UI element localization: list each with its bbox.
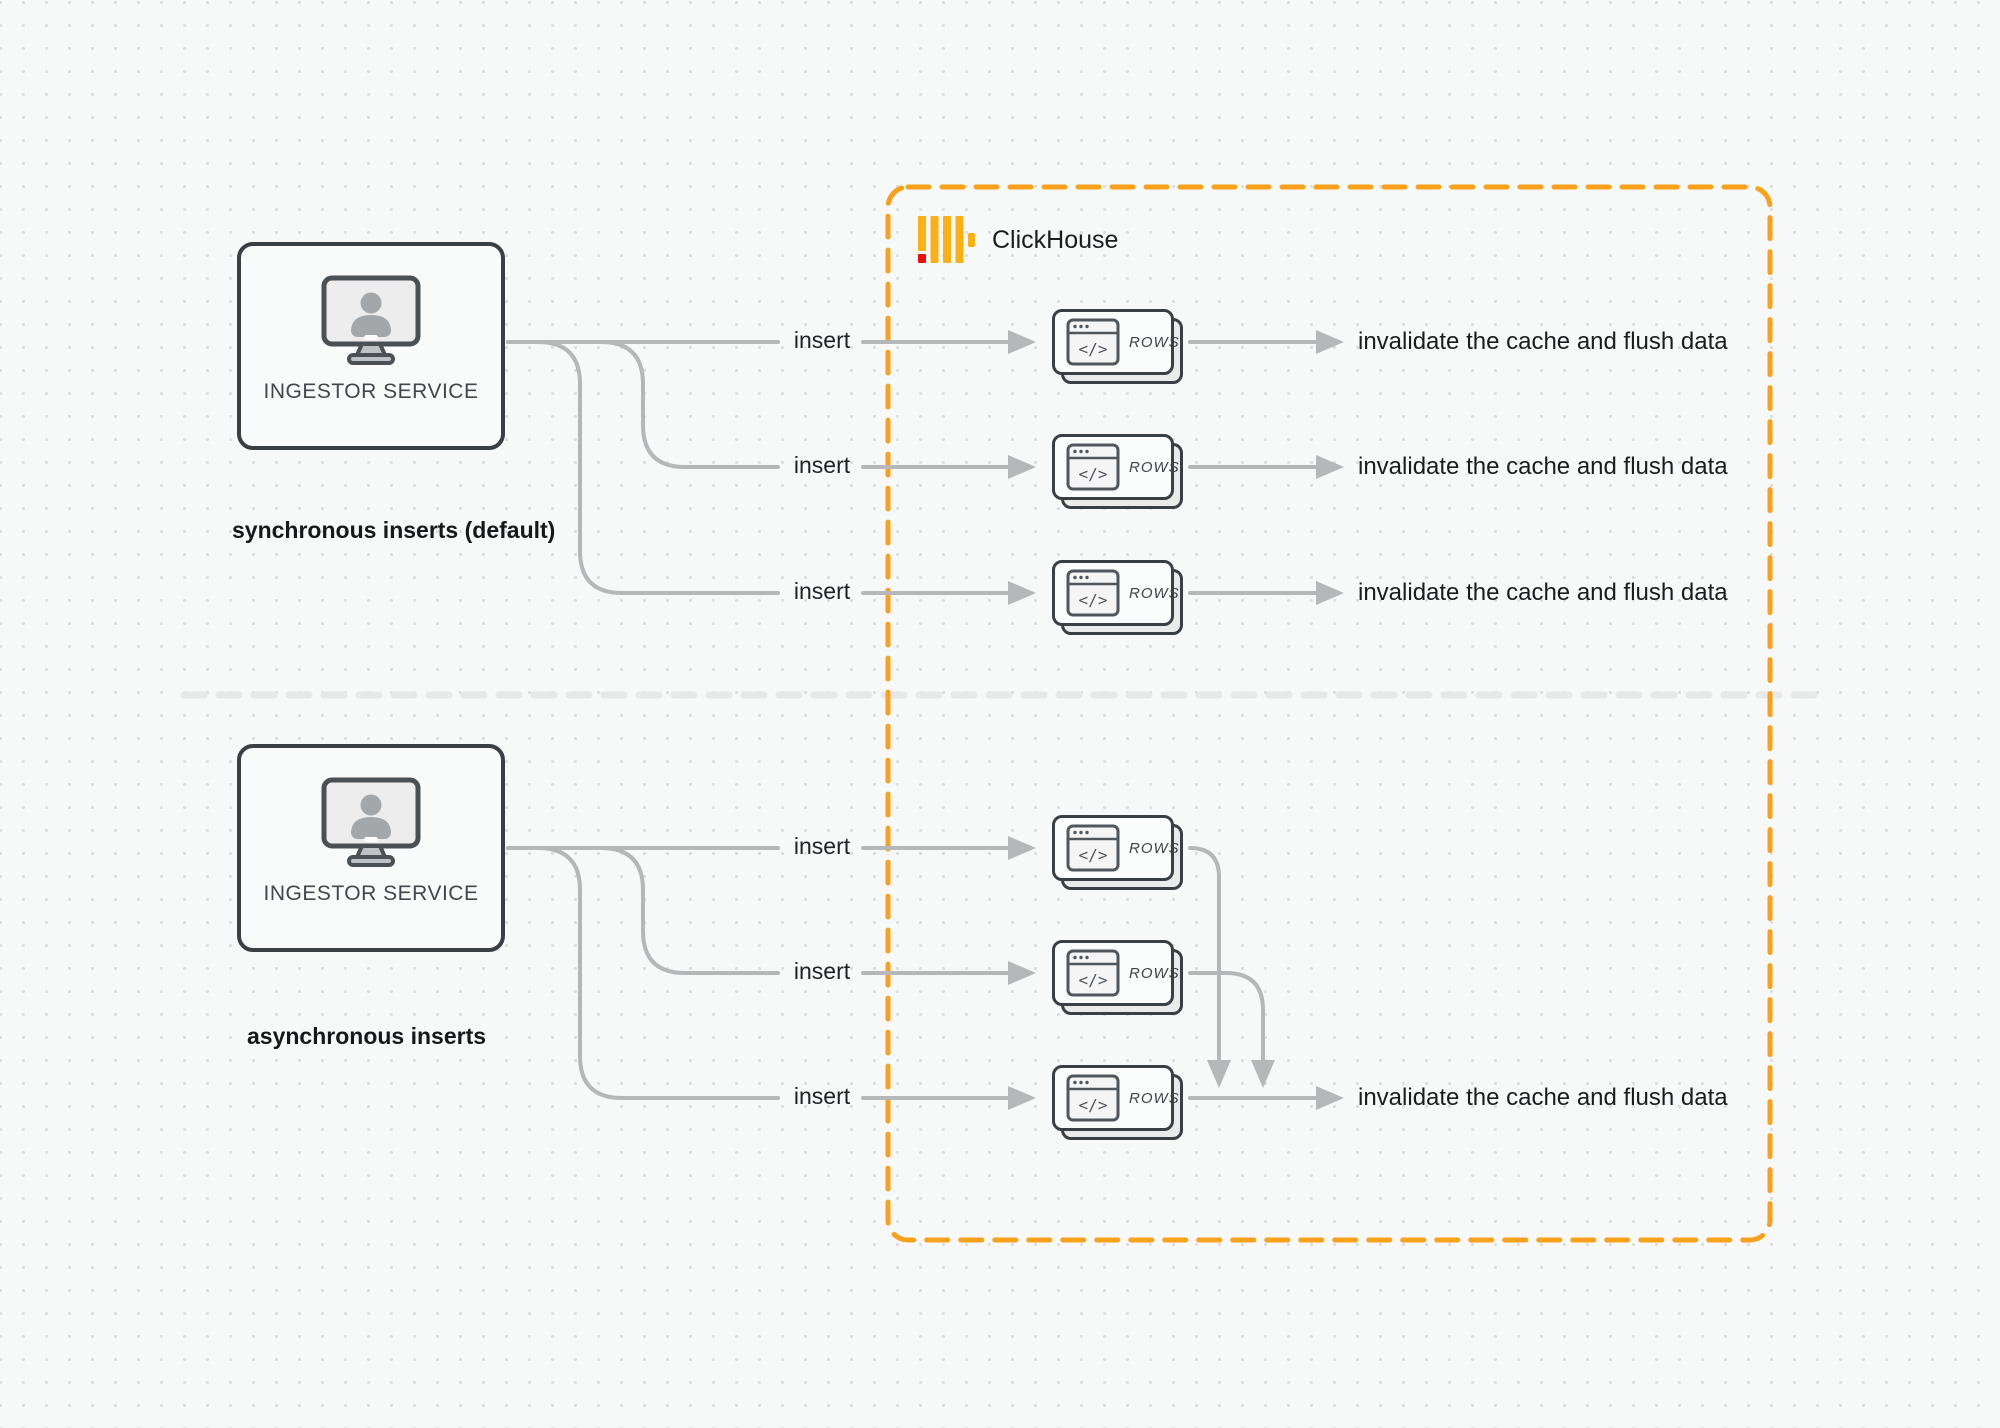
rows-label: ROWS [1129, 333, 1180, 351]
ingestor-service-box-async: INGESTOR SERVICE [237, 744, 505, 952]
insert-label-async-3: insert [793, 1083, 851, 1109]
card-stack-front: </> ROWS [1052, 434, 1179, 500]
rows-block-async-2: </> ROWS [1052, 940, 1192, 1020]
rows-block-async-1: </> ROWS [1052, 815, 1192, 895]
card-stack-front: </> ROWS [1052, 940, 1179, 1006]
async-branch-line-2 [506, 846, 780, 975]
sync-branch-line-3 [506, 340, 780, 595]
rows-label: ROWS [1129, 839, 1180, 857]
insert-label-sync-1: insert [793, 327, 851, 353]
rows-block-async-3: </> ROWS [1052, 1065, 1192, 1145]
browser-window-icon: </> [1066, 318, 1120, 366]
clickhouse-panel-border [885, 184, 1773, 1243]
browser-window-icon: </> [1066, 1074, 1120, 1122]
invalidate-label-sync-3: invalidate the cache and flush data [1358, 579, 1728, 606]
monitor-user-icon [321, 275, 421, 365]
browser-window-icon: </> [1066, 949, 1120, 997]
card-stack-front: </> ROWS [1052, 309, 1179, 375]
async-section-caption: asynchronous inserts [247, 1023, 487, 1049]
rows-block-sync-2: </> ROWS [1052, 434, 1192, 514]
async-merge-arrow-1 [1188, 846, 1231, 1088]
insert-label-sync-3: insert [793, 578, 851, 604]
clickhouse-title: ClickHouse [992, 225, 1119, 254]
invalidate-label-sync-1: invalidate the cache and flush data [1358, 328, 1728, 355]
insert-label-async-1: insert [793, 833, 851, 859]
rows-label: ROWS [1129, 1089, 1180, 1107]
code-glyph: </> [1079, 846, 1108, 865]
ingestor-service-label: INGESTOR SERVICE [263, 882, 479, 905]
sync-branch-line-2 [506, 340, 780, 469]
clickhouse-header: ClickHouse [918, 216, 1118, 264]
async-merge-arrow-2 [1188, 971, 1275, 1088]
monitor-user-icon [321, 777, 421, 867]
ingestor-service-box-sync: INGESTOR SERVICE [237, 242, 505, 450]
card-stack-front: </> ROWS [1052, 560, 1179, 626]
insert-label-async-2: insert [793, 958, 851, 984]
ingestor-service-label: INGESTOR SERVICE [263, 380, 479, 403]
sync-section-caption: synchronous inserts (default) [232, 517, 556, 543]
browser-window-icon: </> [1066, 824, 1120, 872]
code-glyph: </> [1079, 465, 1108, 484]
code-glyph: </> [1079, 591, 1108, 610]
card-stack-front: </> ROWS [1052, 815, 1179, 881]
code-glyph: </> [1079, 340, 1108, 359]
insert-label-sync-2: insert [793, 452, 851, 478]
card-stack-front: </> ROWS [1052, 1065, 1179, 1131]
invalidate-label-async: invalidate the cache and flush data [1358, 1084, 1728, 1111]
rows-label: ROWS [1129, 584, 1180, 602]
rows-block-sync-3: </> ROWS [1052, 560, 1192, 640]
rows-block-sync-1: </> ROWS [1052, 309, 1192, 389]
invalidate-label-sync-2: invalidate the cache and flush data [1358, 453, 1728, 480]
code-glyph: </> [1079, 1096, 1108, 1115]
rows-label: ROWS [1129, 458, 1180, 476]
async-branch-line-3 [506, 846, 780, 1100]
clickhouse-logo-icon [918, 216, 975, 263]
code-glyph: </> [1079, 971, 1108, 990]
rows-label: ROWS [1129, 964, 1180, 982]
browser-window-icon: </> [1066, 569, 1120, 617]
browser-window-icon: </> [1066, 443, 1120, 491]
